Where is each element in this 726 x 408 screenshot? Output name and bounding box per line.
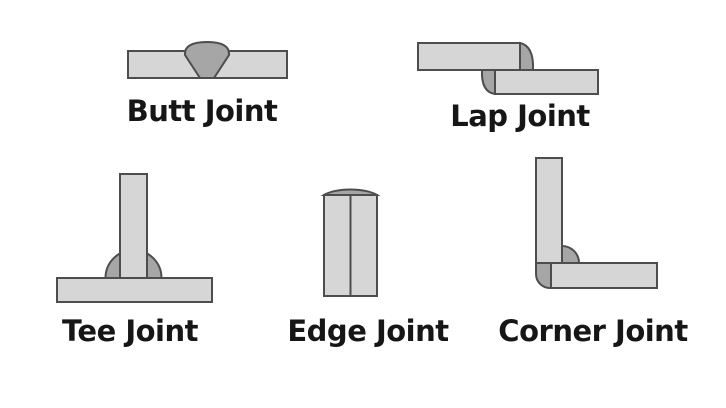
tee-joint-illustration [56,173,213,303]
tee-joint-label: Tee Joint [61,314,199,348]
lap-joint-upper-weld-bead [519,41,535,71]
corner-joint-horizontal-plate [550,262,658,289]
edge-joint-weld-bead [320,188,381,196]
edge-joint-left-plate [323,194,352,297]
edge-joint-label: Edge Joint [287,314,449,348]
edge-joint-illustration [320,188,381,297]
corner-joint-outer-weld-bead [535,262,552,289]
butt-joint-illustration [127,40,288,79]
corner-joint-vertical-plate [535,157,563,264]
tee-joint-vertical-plate [119,173,148,279]
tee-joint-base-plate [56,277,213,303]
butt-joint-label: Butt Joint [126,94,278,128]
corner-joint-illustration [535,157,658,289]
edge-joint-right-plate [349,194,378,297]
lap-joint-lower-weld-bead [480,69,496,96]
lap-joint-illustration [417,41,599,96]
lap-joint-label: Lap Joint [450,99,590,133]
lap-joint-upper-plate [417,42,521,71]
lap-joint-lower-plate [494,69,599,95]
corner-joint-inner-weld-bead [561,244,581,264]
corner-joint-label: Corner Joint [498,314,688,348]
butt-joint-weld-bead [183,40,231,79]
